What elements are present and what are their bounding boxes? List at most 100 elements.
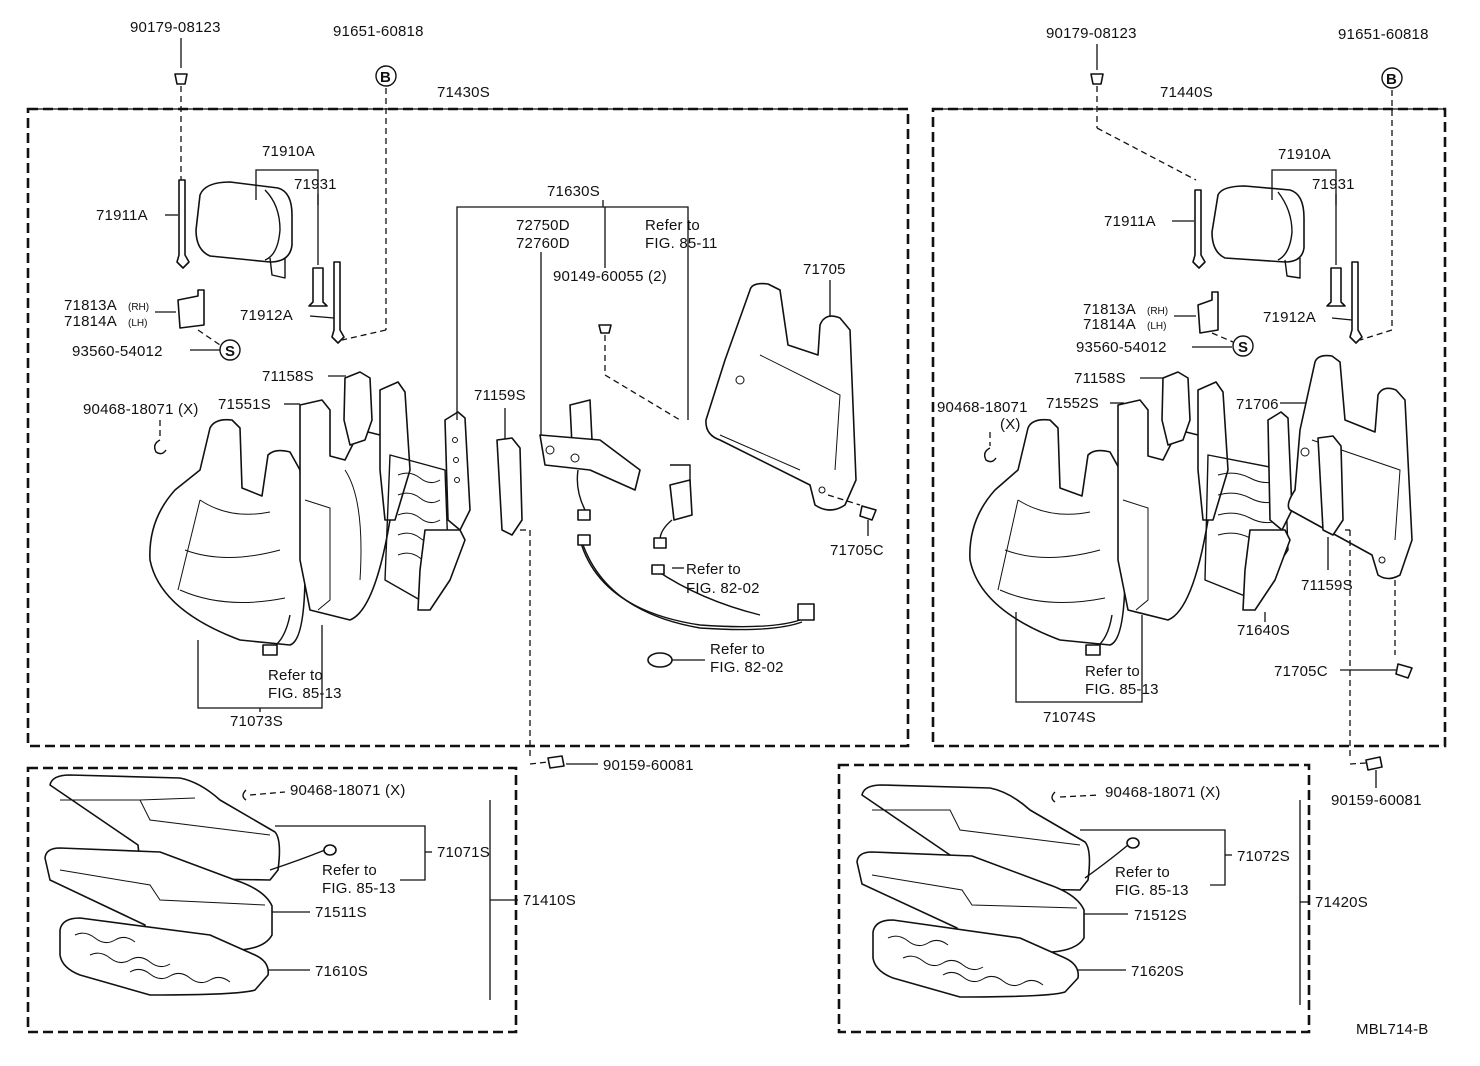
label-stay-bolt-r: 91651-60818 — [1338, 26, 1429, 43]
recliner-lower-icon — [417, 529, 466, 611]
label-ref-82-02-b1: FIG. 82-02 — [686, 580, 760, 597]
label-ref-85-13-a: Refer to — [268, 667, 323, 684]
label-cushion-clip: 90468-18071 (X) — [290, 782, 406, 799]
recliner-lower-icon-r — [1242, 529, 1291, 611]
label-cushion-cover-r: 71072S — [1237, 848, 1290, 865]
clamp-icon — [647, 652, 673, 668]
label-cushion-frame-r: 71620S — [1131, 963, 1184, 980]
label-ref-82-02-a1: Refer to — [686, 561, 741, 578]
label-stay-right: 71912A — [240, 307, 293, 324]
label-cushion-group-r: 71420S — [1315, 894, 1368, 911]
label-cushion-ref-a-r: Refer to — [1115, 864, 1170, 881]
back-board-icon — [705, 282, 857, 511]
label-bolt: 90149-60055 (2) — [553, 268, 667, 285]
right-cushion-group-box — [837, 763, 1311, 1034]
label-stay: 71931 — [294, 176, 337, 193]
label-lh-r: (LH) — [1147, 321, 1166, 332]
label-cushion-frame: 71610S — [315, 963, 368, 980]
label-cover: 71551S — [218, 396, 271, 413]
label-ref-82-02-b2: FIG. 82-02 — [710, 659, 784, 676]
nut-icon-r — [1090, 73, 1104, 85]
label-screw: 93560-54012 — [72, 343, 163, 360]
label-cushion-group: 71410S — [523, 892, 576, 909]
label-71430S: 71430S — [437, 84, 490, 101]
clip-icon — [153, 439, 167, 455]
stay-right-icon — [331, 261, 345, 344]
left-cushion-assembly: 90468-18071 (X) 71071S Refer to FIG. 85-… — [44, 774, 576, 1000]
back-screw-icon-r — [1395, 663, 1413, 679]
seat-back-cover-icon-r — [969, 418, 1126, 646]
shield-icon — [343, 371, 373, 446]
label-cushion-ref-b-r: FIG. 85-13 — [1115, 882, 1189, 899]
label-stay-r: 71931 — [1312, 176, 1355, 193]
circle-b-marker — [375, 65, 397, 87]
label-lh: (LH) — [128, 318, 147, 329]
label-nut: 90179-08123 — [130, 19, 221, 36]
bolt-icon-r — [1365, 756, 1383, 771]
label-bracket-lh: 71814A — [64, 313, 117, 330]
label-ref-85-11-b: FIG. 85-11 — [645, 235, 718, 252]
label-recliner-b: 72760D — [516, 235, 570, 252]
drawing-id: MBL714-B — [1356, 1021, 1428, 1038]
circle-s-label: S — [225, 343, 235, 360]
label-rh: (RH) — [128, 302, 149, 313]
label-ref-85-13-b-r: FIG. 85-13 — [1085, 681, 1159, 698]
cushion-frame-icon — [59, 917, 270, 996]
label-rh-r: (RH) — [1147, 306, 1168, 317]
label-cushion-clip-r: 90468-18071 (X) — [1105, 784, 1221, 801]
nut-icon — [174, 73, 188, 85]
label-back-assy-r: 71074S — [1043, 709, 1096, 726]
label-bracket-lh-r: 71814A — [1083, 316, 1136, 333]
label-screw-r: 93560-54012 — [1076, 339, 1167, 356]
stay-guide-icon-r — [1326, 267, 1346, 307]
label-headrest-r: 71910A — [1278, 146, 1331, 163]
label-back-board-r: 71706 — [1236, 396, 1279, 413]
cushion-clip-icon — [242, 789, 247, 801]
stay-guide-icon — [308, 267, 328, 307]
label-cushion-ref-a: Refer to — [322, 862, 377, 879]
label-headrest: 71910A — [262, 143, 315, 160]
side-cover-icon — [496, 437, 523, 536]
right-cushion-assembly: 90468-18071 (X) 71072S Refer to FIG. 85-… — [856, 784, 1368, 1005]
left-back-assembly: 90179-08123 91651-60818 B 71430S 71910A … — [28, 19, 908, 774]
circle-b-label-r: B — [1386, 71, 1397, 88]
label-back-board: 71705 — [803, 261, 846, 278]
label-71440S: 71440S — [1160, 84, 1213, 101]
stay-left-icon-r — [1192, 189, 1206, 269]
back-screw-icon — [859, 505, 877, 521]
recliner-plate-icon — [444, 411, 471, 531]
recliner-plate-icon-r — [1267, 411, 1293, 531]
cushion-frame-icon-r — [872, 919, 1080, 998]
label-side-cover: 71159S — [474, 387, 526, 404]
label-recliner-a: 72750D — [516, 217, 570, 234]
seat-frame-side-icon-r — [1197, 381, 1229, 521]
label-ref-82-02-a2: Refer to — [710, 641, 765, 658]
seat-back-pad-icon — [299, 399, 391, 621]
headrest-icon — [195, 181, 293, 263]
circle-s-marker — [219, 339, 241, 361]
right-back-assembly: 90179-08123 91651-60818 B 71440S 71910A … — [933, 25, 1445, 809]
label-cover-r: 71552S — [1046, 395, 1099, 412]
label-ref-85-13-b: FIG. 85-13 — [268, 685, 342, 702]
circle-s-marker-r — [1232, 335, 1254, 357]
circle-b-label: B — [380, 69, 391, 86]
label-back-screw-r: 71705C — [1274, 663, 1328, 680]
bolt-icon — [547, 755, 565, 769]
shield-icon-r — [1161, 371, 1191, 446]
connector-icon — [797, 603, 815, 621]
label-bolt-bottom: 90159-60081 — [603, 757, 694, 774]
label-clip: 90468-18071 (X) — [83, 401, 199, 418]
side-cover-icon-r — [1317, 435, 1344, 536]
label-bracket-rh: 71813A — [64, 297, 117, 314]
label-stay-right-r: 71912A — [1263, 309, 1316, 326]
circle-s-label-r: S — [1238, 339, 1248, 356]
label-stay-left-r: 71911A — [1104, 213, 1156, 230]
back-board-icon-r — [1287, 354, 1413, 580]
label-ref-85-13-a-r: Refer to — [1085, 663, 1140, 680]
seat-back-pad-icon-r — [1117, 399, 1209, 621]
label-side-cover-r: 71159S — [1301, 577, 1353, 594]
circle-b-marker-r — [1381, 67, 1403, 89]
seat-frame-side-icon — [379, 381, 411, 521]
